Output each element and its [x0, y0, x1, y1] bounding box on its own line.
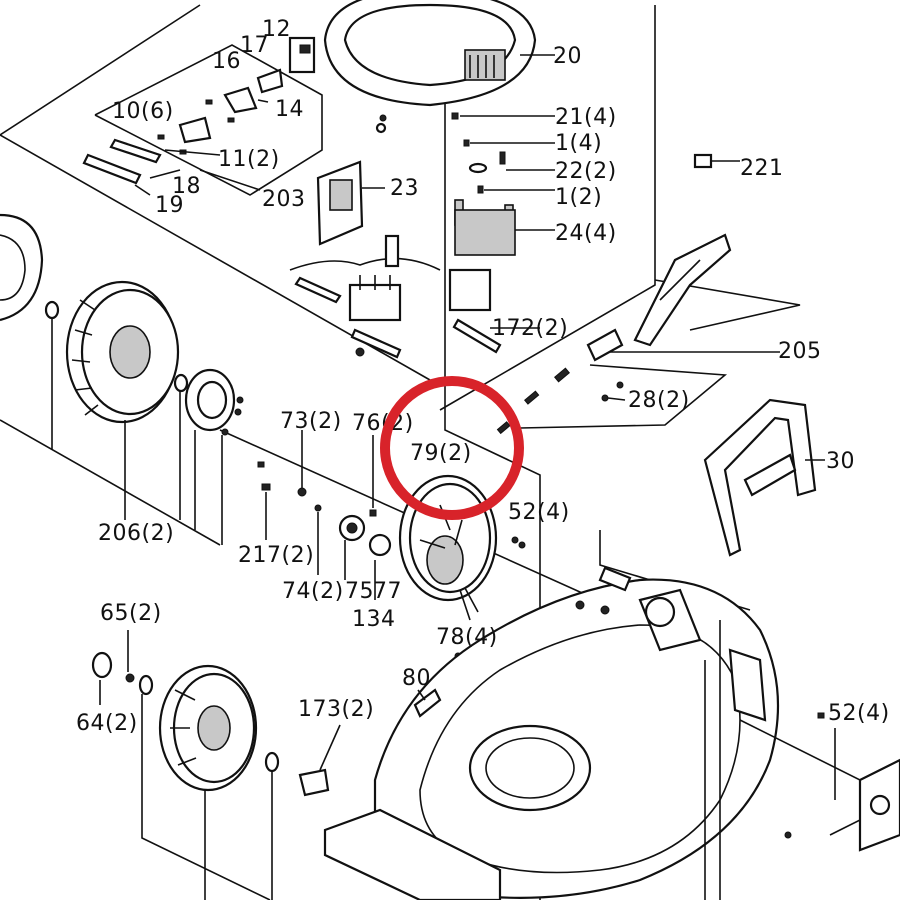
label-1a: 1(4)	[555, 131, 602, 156]
label-80: 80	[402, 666, 431, 691]
label-217: 217(2)	[238, 543, 314, 568]
label-22: 22(2)	[555, 159, 617, 184]
mower-deck-part	[323, 566, 900, 900]
label-24: 24(4)	[555, 221, 617, 246]
label-11: 11(2)	[218, 147, 280, 172]
label-20: 20	[553, 44, 582, 69]
label-78: 78(4)	[436, 625, 498, 650]
label-73: 73(2)	[280, 409, 342, 434]
label-172: 172(2)	[492, 316, 568, 341]
label-12: 12	[262, 17, 291, 42]
label-75: 75	[345, 579, 374, 604]
rear-wheel-assembly-part	[0, 213, 244, 545]
label-21: 21(4)	[555, 105, 617, 130]
label-221: 221	[740, 156, 784, 181]
label-18: 18	[172, 174, 201, 199]
label-52a: 52(4)	[508, 500, 570, 525]
label-14: 14	[275, 97, 304, 122]
label-10: 10(6)	[112, 99, 174, 124]
label-64: 64(2)	[76, 711, 138, 736]
highlight-circle	[380, 376, 524, 520]
label-205: 205	[778, 339, 822, 364]
label-206: 206(2)	[98, 521, 174, 546]
gear-assembly-part	[257, 430, 392, 600]
front-wheel-assembly-part	[91, 630, 341, 900]
label-19: 19	[155, 193, 184, 218]
label-134: 134	[352, 607, 396, 632]
label-173: 173(2)	[298, 697, 374, 722]
label-203: 203	[262, 187, 306, 212]
handle-part	[496, 233, 780, 435]
label-79: 79(2)	[410, 441, 472, 466]
label-17: 17	[240, 33, 269, 58]
control-panel-part	[289, 160, 540, 359]
label-28: 28(2)	[628, 388, 690, 413]
bracket-group-part	[82, 36, 316, 196]
label-30: 30	[826, 449, 855, 474]
label-74: 74(2)	[282, 579, 344, 604]
label-23: 23	[390, 176, 419, 201]
part-221	[693, 153, 740, 169]
label-1b: 1(2)	[555, 185, 602, 210]
callout-labels: 20 21(4) 1(4) 22(2) 1(2) 24(4) 221 12 17…	[76, 17, 890, 736]
label-16: 16	[212, 49, 241, 74]
label-52b: 52(4)	[828, 701, 890, 726]
top-cover-part	[323, 0, 555, 107]
grassbag-frame-part	[703, 398, 825, 557]
label-77: 77	[373, 579, 402, 604]
label-65: 65(2)	[100, 601, 162, 626]
